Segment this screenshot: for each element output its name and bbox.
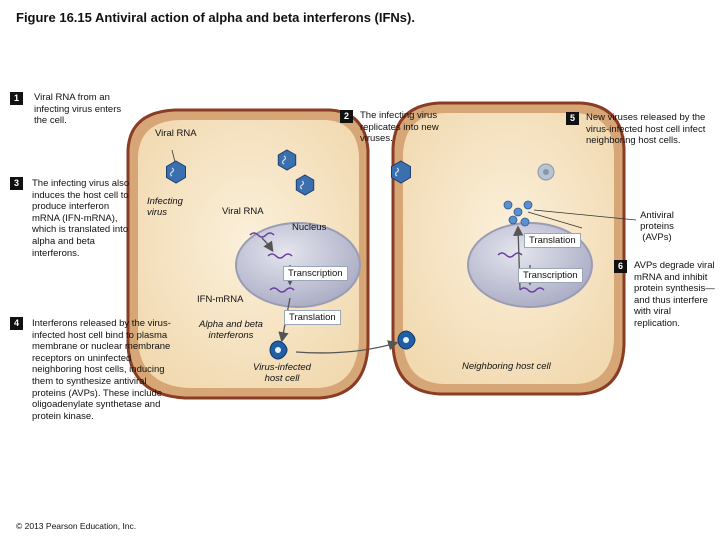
label-infecting-virus: Infecting virus: [147, 196, 183, 218]
virus-new-1: [277, 149, 297, 171]
step-5-text: New viruses released by the virus-infect…: [586, 112, 706, 147]
virus-entering-neighbor: [537, 163, 555, 181]
virus-infecting: [166, 160, 186, 184]
label-virus-infected-host-cell: Virus-infected host cell: [253, 362, 311, 384]
copyright-notice: © 2013 Pearson Education, Inc.: [16, 521, 137, 531]
step-4-number: 4: [10, 317, 23, 330]
viral-rna-squiggle-2: [267, 253, 293, 259]
step-2-number: 2: [340, 110, 353, 123]
virus-new-2: [295, 174, 315, 196]
label-neighboring-host-cell: Neighboring host cell: [462, 361, 551, 372]
step-1-text: Viral RNA from an infecting virus enters…: [34, 92, 122, 127]
step-4-text: Interferons released by the virus-infect…: [32, 318, 171, 422]
label-viral-rna-top: Viral RNA: [155, 128, 197, 139]
label-viral-rna-nucleus: Viral RNA: [222, 206, 264, 217]
left-nucleus: [235, 222, 361, 308]
label-transcription-right: Transcription: [518, 268, 583, 283]
figure-title: Figure 16.15 Antiviral action of alpha a…: [16, 10, 415, 25]
step-3-text: The infecting virus also induces the hos…: [32, 178, 130, 259]
label-ifn-mrna: IFN-mRNA: [197, 294, 244, 305]
viral-rna-squiggle-1: [249, 232, 275, 238]
arrow-rna-to-nucleus: [261, 237, 274, 253]
rna-squiggle-right: [497, 252, 523, 258]
label-antiviral-proteins: Antiviral proteins (AVPs): [640, 210, 674, 243]
avp-cluster: [503, 200, 533, 227]
avp-mrna-squiggle: [519, 287, 545, 293]
label-alpha-beta-interferons: Alpha and beta interferons: [199, 319, 263, 341]
label-transcription-left: Transcription: [283, 266, 348, 281]
step-5-number: 5: [566, 112, 579, 125]
label-translation-right: Translation: [524, 233, 581, 248]
label-translation-left: Translation: [284, 310, 341, 325]
ifn-mrna-squiggle: [269, 287, 295, 293]
step-1-number: 1: [10, 92, 23, 105]
arrow-interferon-release: [295, 340, 399, 354]
step-6-number: 6: [614, 260, 627, 273]
step-6-text: AVPs degrade viral mRNA and inhibit prot…: [634, 260, 715, 329]
step-3-number: 3: [10, 177, 23, 190]
virus-new-3: [391, 160, 411, 184]
step-2-text: The infecting virus replicates into new …: [360, 110, 439, 145]
label-nucleus: Nucleus: [292, 222, 327, 233]
